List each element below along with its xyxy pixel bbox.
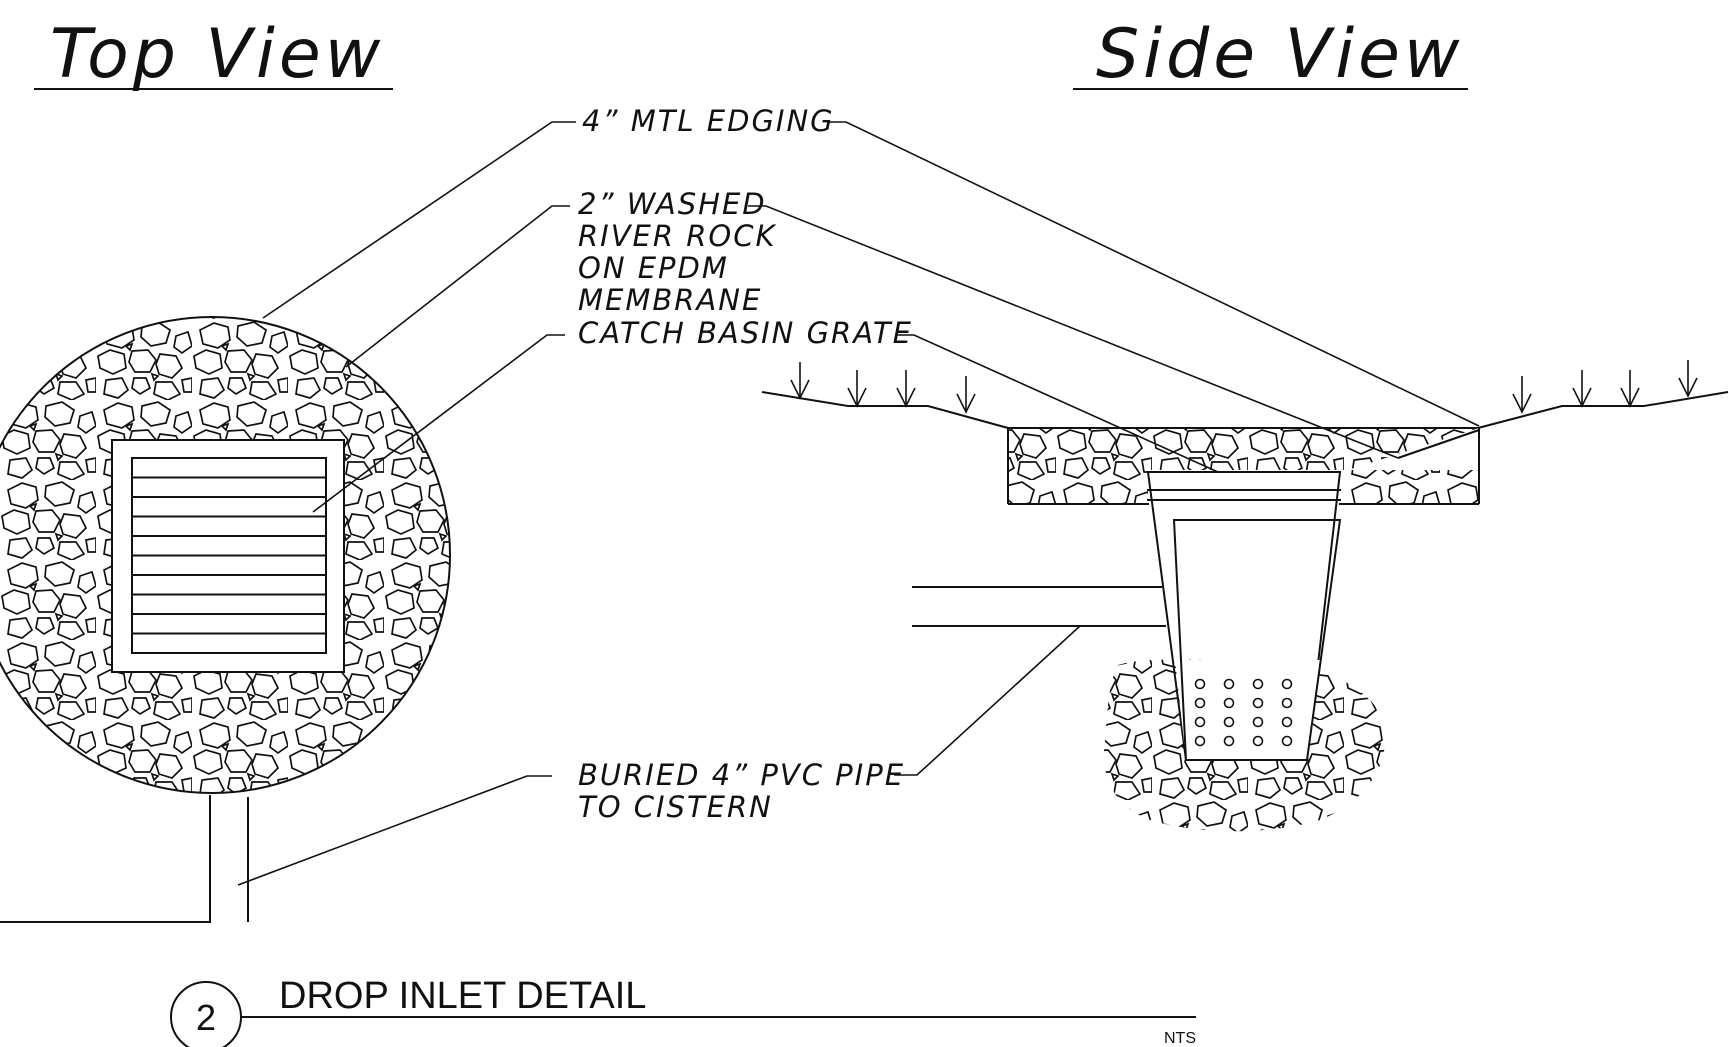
grass-tuft-symbol	[790, 360, 1698, 414]
top-view-grate	[111, 439, 345, 673]
perforation-hole	[1223, 697, 1235, 709]
side-view-ground	[761, 360, 1729, 429]
leader-grate-side	[896, 334, 1219, 473]
callout-pipe-line2: TO CISTERN	[578, 790, 773, 824]
callout-edging: 4” MTL EDGING	[582, 104, 835, 138]
perforation-hole	[1194, 735, 1206, 747]
perforation-holes	[1194, 678, 1293, 747]
grass-tuft	[1512, 376, 1532, 414]
side-view-title: Side View	[1096, 15, 1464, 94]
leader-grate-top	[312, 334, 565, 513]
detail-title-block: 2 DROP INLET DETAIL NTS	[170, 975, 1196, 1047]
callout-rock-line2: RIVER ROCK	[578, 219, 776, 253]
callout-rock-line3: ON EPDM	[578, 251, 729, 285]
callout-pipe-line1: BURIED 4” PVC PIPE	[578, 758, 905, 792]
grass-tuft	[1572, 370, 1592, 408]
detail-scale: NTS	[1164, 1030, 1196, 1047]
perforation-hole	[1194, 697, 1206, 709]
grass-tuft	[896, 370, 916, 408]
callout-rock-line4: MEMBRANE	[578, 283, 762, 317]
top-view-pipe	[0, 795, 249, 923]
grass-tuft	[1678, 360, 1698, 398]
grass-tuft	[956, 376, 976, 414]
metal-edging-circle	[0, 316, 451, 794]
leader-rock-side	[748, 205, 1399, 459]
callout-notes: 4” MTL EDGING 2” WASHED RIVER ROCK ON EP…	[578, 104, 913, 824]
perforation-hole	[1281, 697, 1293, 709]
grass-tuft	[847, 370, 867, 408]
perforation-hole	[1281, 735, 1293, 747]
perforation-hole	[1281, 716, 1293, 728]
detail-number: 2	[196, 997, 216, 1038]
grass-tuft	[1620, 370, 1640, 408]
perforation-hole	[1252, 716, 1264, 728]
perforation-hole	[1252, 678, 1264, 690]
perforation-hole	[1223, 678, 1235, 690]
perforation-hole	[1281, 678, 1293, 690]
leader-pipe-side	[894, 625, 1081, 776]
detail-title: DROP INLET DETAIL	[279, 975, 646, 1017]
top-view-title: Top View	[50, 15, 384, 94]
side-view-gravel-sump	[1103, 519, 1386, 832]
callout-grate: CATCH BASIN GRATE	[578, 316, 913, 350]
callout-rock-line1: 2” WASHED	[578, 187, 767, 221]
side-view-pipe	[912, 586, 1166, 627]
edging-slope-line	[1397, 429, 1480, 459]
perforation-hole	[1223, 735, 1235, 747]
grate-bars	[132, 476, 326, 635]
leader-pipe-top	[237, 775, 552, 886]
leader-edging-top	[262, 121, 576, 319]
leader-lines	[237, 121, 1480, 886]
grass-tuft	[790, 362, 810, 400]
perforation-hole	[1194, 716, 1206, 728]
perforation-hole	[1252, 697, 1264, 709]
leader-rock-top	[345, 205, 570, 368]
perforation-hole	[1194, 678, 1206, 690]
perforation-hole	[1252, 735, 1264, 747]
perforation-hole	[1223, 716, 1235, 728]
leader-edging-side	[828, 121, 1480, 427]
side-view-catch-basin	[1146, 470, 1342, 761]
